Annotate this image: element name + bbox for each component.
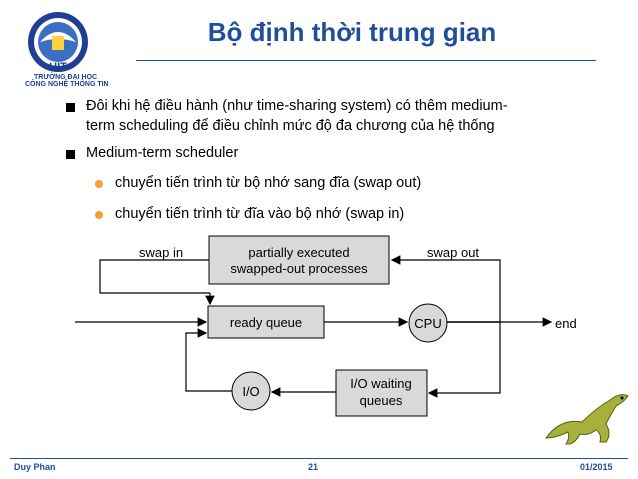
bullet-1-line-2: term scheduling để điều chỉnh mức độ đa … (86, 118, 495, 134)
io-to-ready-arrow (185, 328, 232, 392)
swapped-label-2: swapped-out processes (230, 261, 368, 276)
footer-author: Duy Phan (14, 462, 56, 472)
io-label: I/O (242, 384, 259, 399)
cpu-to-io-wait-arrow (427, 321, 501, 398)
swap-out-arrow (390, 255, 501, 323)
logo-line-2: CÔNG NGHỆ THÔNG TIN (25, 81, 109, 88)
footer-divider (10, 458, 628, 459)
swapped-label-1: partially executed (248, 245, 349, 260)
logo-line-1: TRƯỜNG ĐẠI HỌC (34, 74, 98, 81)
io-waiting-box (335, 369, 428, 417)
bullet-2-text: Medium-term scheduler (86, 145, 239, 161)
swapped-out-box (208, 235, 390, 285)
end-label: end (555, 316, 577, 331)
bullet-square-icon (66, 150, 75, 159)
sub-bullet-dot-icon (95, 211, 103, 219)
footer-date: 01/2015 (580, 462, 613, 472)
bullet-1-line-1: Đôi khi hệ điều hành (như time-sharing s… (86, 98, 508, 114)
sub-bullet-dot-icon (95, 180, 103, 188)
title-divider (136, 60, 596, 61)
sub-bullet-2-text: chuyển tiến trình từ đĩa vào bộ nhớ (swa… (115, 206, 405, 222)
dinosaur-icon (545, 394, 629, 445)
ready-queue-box (207, 305, 325, 339)
io-waiting-label-2: queues (360, 393, 403, 408)
ready-queue-label: ready queue (230, 315, 302, 330)
swap-in-label: swap in (139, 245, 183, 260)
sub-bullet-1-text: chuyển tiến trình từ bộ nhớ sang đĩa (sw… (115, 175, 422, 191)
io-waiting-label-1: I/O waiting (350, 376, 411, 391)
logo-acronym: UIT (49, 61, 67, 73)
swap-out-label: swap out (427, 245, 479, 260)
cpu-label: CPU (414, 316, 441, 331)
cpu-node (408, 303, 448, 343)
uit-logo-icon: UIT (28, 12, 88, 73)
page-title: Bộ định thời trung gian (207, 17, 497, 47)
bullet-square-icon (66, 103, 75, 112)
swap-in-path (99, 259, 210, 294)
page-number: 21 (308, 462, 319, 472)
